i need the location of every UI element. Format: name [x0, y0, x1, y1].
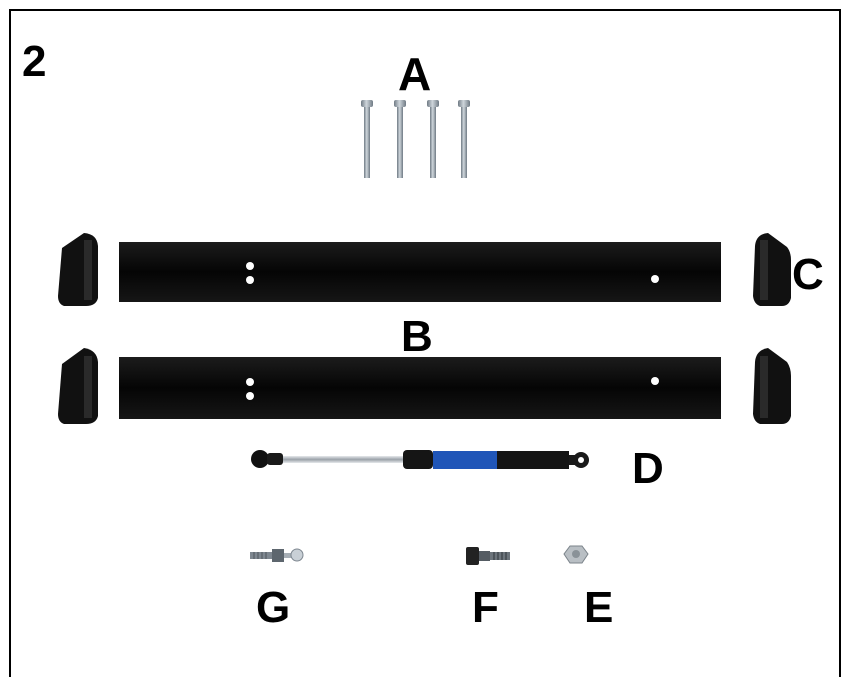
end-cap-c-bottom-right — [753, 348, 791, 424]
label-part-g: G — [256, 583, 291, 632]
end-cap-c-top-right — [753, 233, 791, 306]
bar-b-lower — [119, 357, 721, 419]
ball-stud-g — [250, 548, 304, 562]
bar-b-upper — [119, 242, 721, 302]
label-part-c: C — [792, 250, 824, 299]
label-part-a: A — [398, 48, 432, 100]
shoulder-bolt-f — [466, 547, 510, 565]
diagram-frame — [9, 9, 841, 677]
label-part-e: E — [584, 583, 614, 632]
screw-a-4 — [458, 100, 470, 178]
label-part-d: D — [632, 444, 664, 493]
label-part-b: B — [401, 312, 433, 361]
step-number: 2 — [22, 37, 47, 86]
end-cap-c-top-left — [58, 233, 98, 306]
nut-e — [563, 545, 589, 564]
gas-strut-d — [251, 450, 589, 469]
label-part-f: F — [472, 583, 499, 632]
end-cap-c-bottom-left — [58, 348, 98, 424]
screw-a-1 — [361, 100, 373, 178]
screw-a-3 — [427, 100, 439, 178]
screw-a-2 — [394, 100, 406, 178]
